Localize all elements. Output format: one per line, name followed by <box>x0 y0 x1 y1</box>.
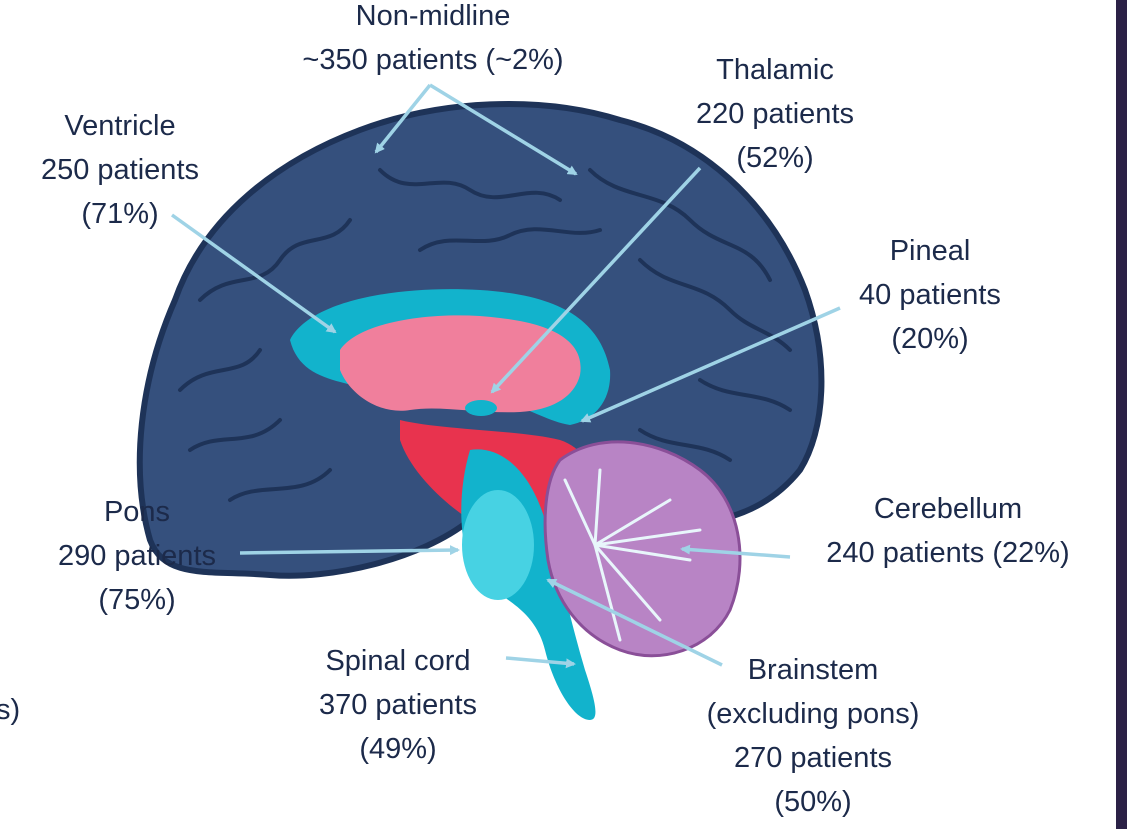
label-thalamic-percent: (52%) <box>660 136 890 180</box>
label-pons-count: 290 patients <box>32 534 242 578</box>
label-brainstem-count: 270 patients <box>668 736 958 780</box>
label-non-midline-title: Non-midline <box>268 0 598 38</box>
label-thalamic-count: 220 patients <box>660 92 890 136</box>
label-brainstem-percent: (50%) <box>668 780 958 824</box>
label-cerebellum-title: Cerebellum <box>788 487 1108 531</box>
label-pineal: Pineal 40 patients (20%) <box>830 229 1030 361</box>
label-non-midline-count: ~350 patients (~2%) <box>268 38 598 82</box>
label-spinal-cord-percent: (49%) <box>288 727 508 771</box>
label-spinal-cord-count: 370 patients <box>288 683 508 727</box>
slide-side-bar <box>1116 0 1127 829</box>
label-cerebellum-count: 240 patients (22%) <box>788 531 1108 575</box>
label-ventricle-percent: (71%) <box>10 192 230 236</box>
label-thalamic: Thalamic 220 patients (52%) <box>660 48 890 180</box>
label-spinal-cord: Spinal cord 370 patients (49%) <box>288 639 508 771</box>
clipped-edge-text: s) <box>0 694 20 727</box>
label-pons-percent: (75%) <box>32 578 242 622</box>
thalamus-center <box>465 400 497 416</box>
label-ventricle: Ventricle 250 patients (71%) <box>10 104 230 236</box>
label-ventricle-title: Ventricle <box>10 104 230 148</box>
label-pineal-title: Pineal <box>830 229 1030 273</box>
label-spinal-cord-title: Spinal cord <box>288 639 508 683</box>
thalamus-shape <box>340 315 581 412</box>
label-ventricle-count: 250 patients <box>10 148 230 192</box>
label-cerebellum: Cerebellum 240 patients (22%) <box>788 487 1108 575</box>
label-brainstem-title: Brainstem <box>668 648 958 692</box>
label-brainstem: Brainstem (excluding pons) 270 patients … <box>668 648 958 824</box>
pons-shape <box>462 490 534 600</box>
label-pons-title: Pons <box>32 490 242 534</box>
label-pineal-count: 40 patients <box>830 273 1030 317</box>
label-pineal-percent: (20%) <box>830 317 1030 361</box>
label-thalamic-title: Thalamic <box>660 48 890 92</box>
label-non-midline: Non-midline ~350 patients (~2%) <box>268 0 598 82</box>
label-pons: Pons 290 patients (75%) <box>32 490 242 622</box>
label-brainstem-subtitle: (excluding pons) <box>668 692 958 736</box>
